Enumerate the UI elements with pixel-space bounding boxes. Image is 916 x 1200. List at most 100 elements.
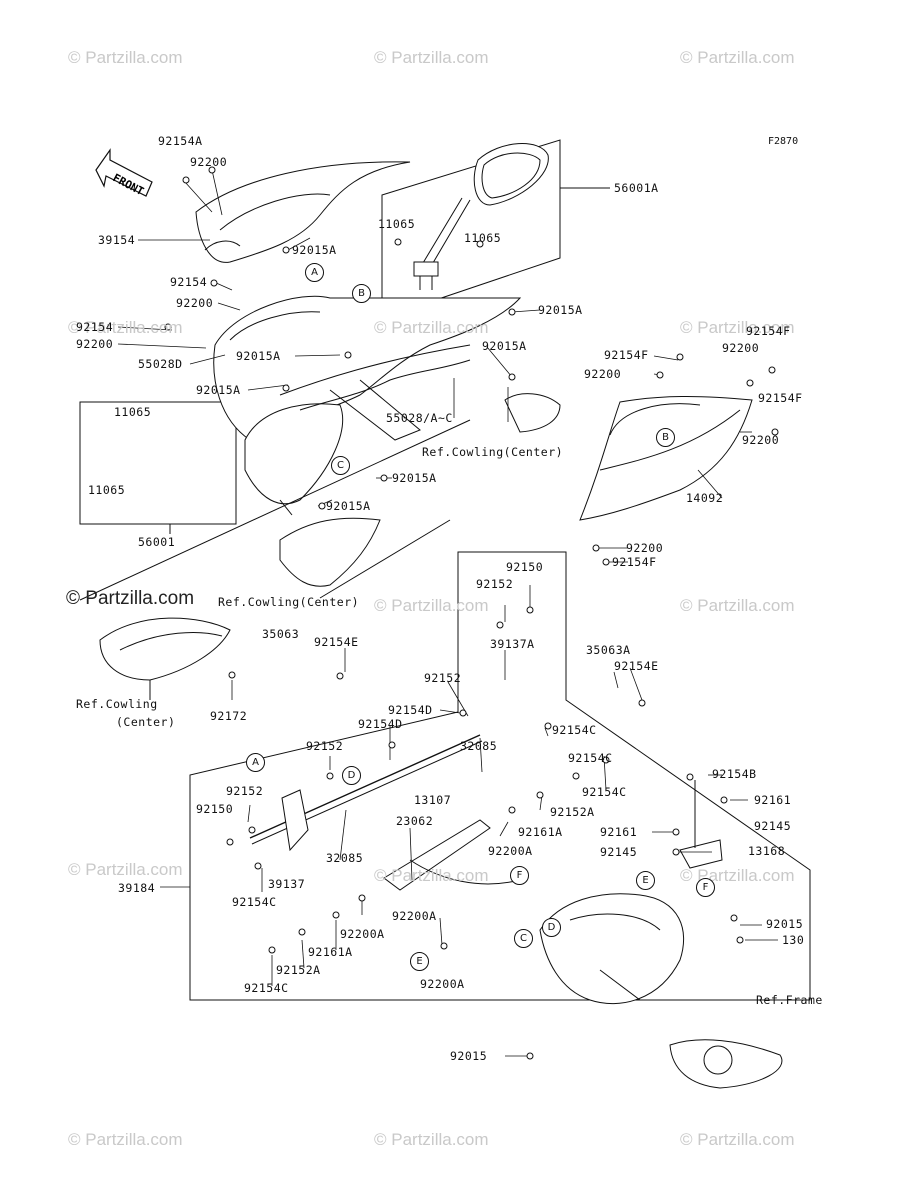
part-label: 32085	[460, 739, 498, 753]
part-label: 92154	[76, 320, 114, 334]
part-label: 92015	[450, 1049, 488, 1063]
stay-39137	[281, 789, 309, 852]
watermark-6: © Partzilla.com	[680, 318, 795, 337]
part-label: 92154	[170, 275, 208, 289]
part-label: 92161A	[308, 945, 353, 959]
part-label: 92200	[176, 296, 214, 310]
part-label: Ref.Cowling(Center)	[422, 445, 564, 459]
part-label: 92015A	[538, 303, 583, 317]
part-label: 92154E	[614, 659, 659, 673]
part-label: 92015A	[236, 349, 281, 363]
watermark-4: © Partzilla.com	[68, 318, 183, 337]
side-cowl-14092	[579, 395, 753, 521]
part-label: 39137A	[490, 637, 535, 651]
part-label: 39184	[118, 881, 156, 895]
marker-f-lower: F	[510, 866, 529, 885]
watermark-3: © Partzilla.com	[680, 48, 795, 67]
marker-a-upper: A	[305, 263, 324, 282]
part-label: 92161	[600, 825, 638, 839]
rod-13107	[249, 734, 481, 839]
lower-left-cowl	[99, 617, 231, 681]
part-label: 11065	[464, 231, 502, 245]
part-label: 92152	[226, 784, 264, 798]
marker-d-right: D	[542, 918, 561, 937]
part-label: 13168	[748, 844, 786, 858]
marker-c-upper: C	[331, 456, 350, 475]
frame-ref	[669, 1039, 783, 1089]
part-label: 92200A	[420, 977, 465, 991]
part-label: 92145	[600, 845, 638, 859]
part-label: 92015A	[482, 339, 527, 353]
marker-f-right: F	[696, 878, 715, 897]
part-label: 92154F	[758, 391, 803, 405]
part-label: 92200	[722, 341, 760, 355]
part-label: 14092	[686, 491, 724, 505]
part-label: 92152	[424, 671, 462, 685]
part-label: (Center)	[116, 715, 176, 729]
part-label: Ref.Cowling(Center)	[218, 595, 360, 609]
part-label: 92154D	[388, 703, 433, 717]
part-label: 92154F	[746, 324, 791, 338]
part-label: Ref.Cowling	[76, 697, 158, 711]
part-label: 92152	[476, 577, 514, 591]
part-label: 92200	[626, 541, 664, 555]
part-label: 56001	[138, 535, 176, 549]
watermark-15: © Partzilla.com	[680, 1130, 795, 1149]
part-label: 92015A	[196, 383, 241, 397]
figure-code: F2870	[768, 136, 799, 147]
part-label: 92154F	[612, 555, 657, 569]
part-label: 35063	[262, 627, 300, 641]
marker-b-upper: B	[352, 284, 371, 303]
part-label: 92200	[76, 337, 114, 351]
part-label: 92152A	[276, 963, 321, 977]
watermark-13: © Partzilla.com	[68, 1130, 183, 1149]
part-label: 55028/A~C	[386, 411, 453, 425]
part-label: 92200A	[488, 844, 533, 858]
part-label: 92154C	[232, 895, 277, 909]
part-label: 92200	[190, 155, 228, 169]
part-label: 92154C	[552, 723, 597, 737]
part-label: 92154F	[604, 348, 649, 362]
part-label: 92154C	[582, 785, 627, 799]
part-label: 92150	[506, 560, 544, 574]
marker-c-right: C	[514, 929, 533, 948]
part-label: 39137	[268, 877, 306, 891]
part-label: 92152	[306, 739, 344, 753]
mirror-56001a-glass	[473, 143, 549, 206]
part-label: 92015A	[392, 471, 437, 485]
marker-d-lower: D	[342, 766, 361, 785]
part-label: 35063A	[586, 643, 631, 657]
stay-23062	[383, 819, 491, 891]
part-label: 39154	[98, 233, 136, 247]
watermark-9: © Partzilla.com	[680, 596, 795, 615]
watermark-2: © Partzilla.com	[374, 48, 489, 67]
mirror-56001-frame	[79, 401, 237, 525]
part-label: 92154B	[712, 767, 757, 781]
marker-a-lower: A	[246, 753, 265, 772]
watermark-14: © Partzilla.com	[374, 1130, 489, 1149]
frame-bracket	[539, 893, 685, 1005]
part-label: 92172	[210, 709, 248, 723]
watermark-7: © Partzilla.com	[66, 588, 195, 609]
part-label: 92152A	[550, 805, 595, 819]
bracket-group-frame	[189, 551, 811, 1001]
part-label: 92200	[584, 367, 622, 381]
bracket-13168	[679, 839, 723, 869]
part-label: 92154D	[358, 717, 403, 731]
watermark-5: © Partzilla.com	[374, 318, 489, 337]
part-label: 92150	[196, 802, 234, 816]
part-label: 23062	[396, 814, 434, 828]
marker-e-lower: E	[410, 952, 429, 971]
center-cowl-ref	[504, 393, 561, 433]
part-label: 92015A	[326, 499, 371, 513]
part-label: 32085	[326, 851, 364, 865]
marker-e-right: E	[636, 871, 655, 890]
part-label: 92200A	[392, 909, 437, 923]
watermark-8: © Partzilla.com	[374, 596, 489, 615]
part-label: 92161A	[518, 825, 563, 839]
upper-cover-39154	[195, 161, 411, 263]
watermark-11: © Partzilla.com	[374, 866, 489, 885]
part-label: 11065	[114, 405, 152, 419]
part-label: 92015A	[292, 243, 337, 257]
part-label: 92200	[742, 433, 780, 447]
